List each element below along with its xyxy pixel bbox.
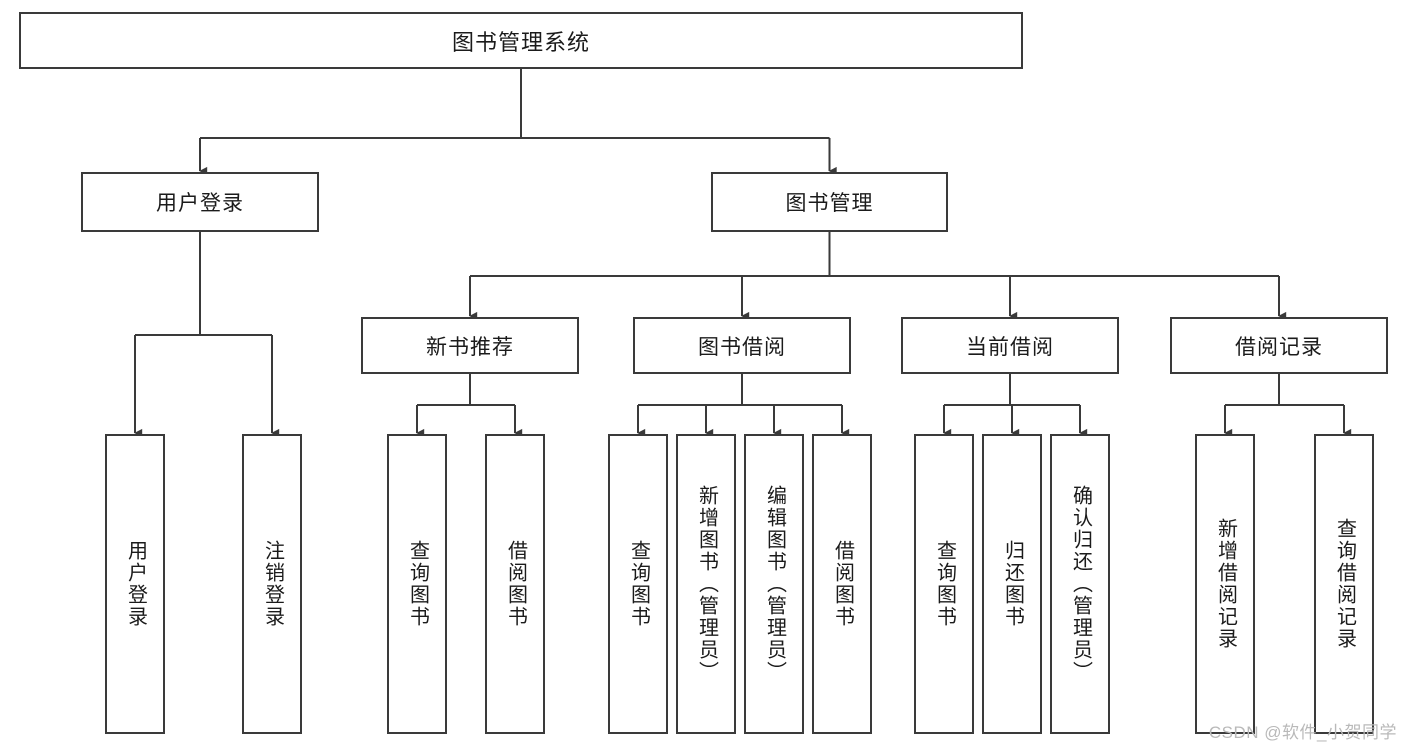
node-b-query[interactable]: 查询图书 bbox=[608, 434, 668, 734]
node-label: 查询图书 bbox=[406, 540, 429, 628]
node-label: 新书推荐 bbox=[426, 335, 514, 359]
node-label: 查询借阅记录 bbox=[1333, 518, 1356, 650]
node-c-confirm[interactable]: 确认归还（管理员） bbox=[1050, 434, 1110, 734]
node-r-query[interactable]: 查询借阅记录 bbox=[1314, 434, 1374, 734]
node-current[interactable]: 当前借阅 bbox=[901, 317, 1119, 374]
node-label: 借阅图书 bbox=[831, 540, 854, 628]
node-l-login[interactable]: 用户登录 bbox=[105, 434, 165, 734]
node-label: 借阅图书 bbox=[504, 540, 527, 628]
node-label: 归还图书 bbox=[1001, 540, 1024, 628]
node-label: 借阅记录 bbox=[1235, 335, 1323, 359]
node-l-logout[interactable]: 注销登录 bbox=[242, 434, 302, 734]
node-b-lend[interactable]: 借阅图书 bbox=[812, 434, 872, 734]
node-bookmgmt[interactable]: 图书管理 bbox=[711, 172, 948, 232]
node-root[interactable]: 图书管理系统 bbox=[19, 12, 1023, 69]
node-login[interactable]: 用户登录 bbox=[81, 172, 319, 232]
node-c-return[interactable]: 归还图书 bbox=[982, 434, 1042, 734]
node-records[interactable]: 借阅记录 bbox=[1170, 317, 1388, 374]
node-label: 确认归还（管理员） bbox=[1069, 485, 1092, 683]
node-label: 图书借阅 bbox=[698, 335, 786, 359]
node-r-add[interactable]: 新增借阅记录 bbox=[1195, 434, 1255, 734]
node-c-query[interactable]: 查询图书 bbox=[914, 434, 974, 734]
node-n-query[interactable]: 查询图书 bbox=[387, 434, 447, 734]
node-label: 查询图书 bbox=[627, 540, 650, 628]
node-label: 图书管理 bbox=[785, 192, 874, 215]
node-label: 用户登录 bbox=[124, 540, 147, 628]
node-label: 图书管理系统 bbox=[451, 29, 590, 55]
node-label: 用户登录 bbox=[156, 192, 244, 215]
node-newbook[interactable]: 新书推荐 bbox=[361, 317, 579, 374]
node-label: 查询图书 bbox=[933, 540, 956, 628]
node-label: 注销登录 bbox=[261, 540, 284, 628]
node-label: 新增借阅记录 bbox=[1214, 518, 1237, 650]
node-n-borrow[interactable]: 借阅图书 bbox=[485, 434, 545, 734]
watermark-label: CSDN @软件_小贺同学 bbox=[1208, 723, 1397, 742]
connector-lines bbox=[134, 69, 1352, 438]
node-label: 编辑图书（管理员） bbox=[763, 485, 786, 683]
node-label: 新增图书（管理员） bbox=[695, 485, 718, 683]
node-b-add[interactable]: 新增图书（管理员） bbox=[676, 434, 736, 734]
node-borrow[interactable]: 图书借阅 bbox=[633, 317, 851, 374]
node-label: 当前借阅 bbox=[966, 335, 1054, 359]
node-b-edit[interactable]: 编辑图书（管理员） bbox=[744, 434, 804, 734]
